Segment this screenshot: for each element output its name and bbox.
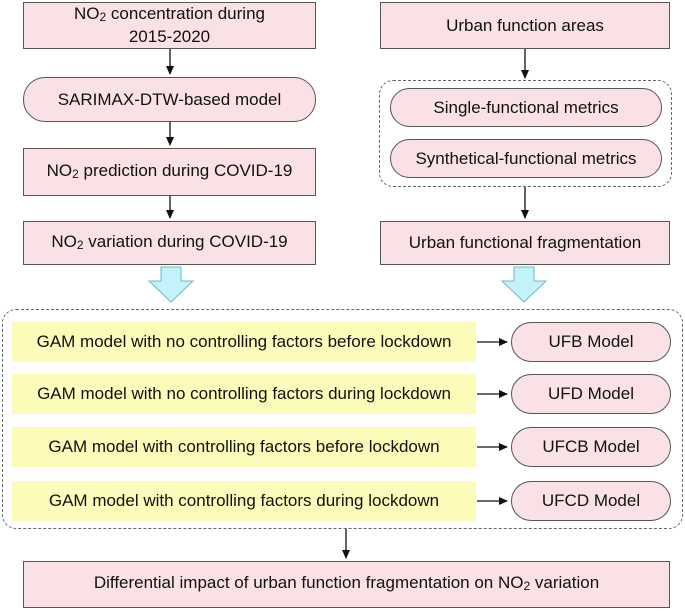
ufd-model-box: UFD Model (511, 374, 671, 414)
ufb-model-box: UFB Model (511, 322, 671, 362)
metrics-group (379, 80, 672, 187)
no2-variation-box: NO2 variation during COVID-19 (23, 221, 316, 265)
block-arrow-left (147, 266, 195, 303)
urban-function-areas-box: Urban function areas (380, 2, 670, 49)
sarimax-model-box: SARIMAX-DTW-based model (23, 77, 316, 122)
no2-concentration-line2: 2015-2020 (128, 27, 211, 46)
differential-impact-label: Differential impact of urban function fr… (93, 573, 600, 593)
gam-group (2, 309, 683, 529)
differential-impact-box: Differential impact of urban function fr… (23, 561, 670, 608)
no2-prediction-label: NO2 prediction during COVID-19 (46, 160, 293, 181)
gam-model-4: GAM model with controlling factors durin… (12, 481, 476, 521)
gam-model-1: GAM model with no controlling factors be… (12, 322, 476, 362)
gam-model-2: GAM model with no controlling factors du… (12, 374, 476, 414)
gam-model-3: GAM model with controlling factors befor… (12, 427, 476, 467)
ufcb-model-box: UFCB Model (511, 427, 671, 467)
synthetical-functional-metrics-box: Synthetical-functional metrics (390, 139, 662, 178)
ufcd-model-box: UFCD Model (511, 481, 671, 521)
single-functional-metrics-box: Single-functional metrics (390, 88, 662, 127)
no2-variation-label: NO2 variation during COVID-19 (51, 231, 288, 252)
urban-functional-fragmentation-box: Urban functional fragmentation (380, 221, 670, 265)
no2-concentration-box: NO2 concentration during 2015-2020 (23, 2, 316, 49)
block-arrow-right (500, 266, 548, 303)
no2-prediction-box: NO2 prediction during COVID-19 (23, 148, 316, 196)
no2-concentration-line1: NO2 concentration during (74, 4, 265, 24)
